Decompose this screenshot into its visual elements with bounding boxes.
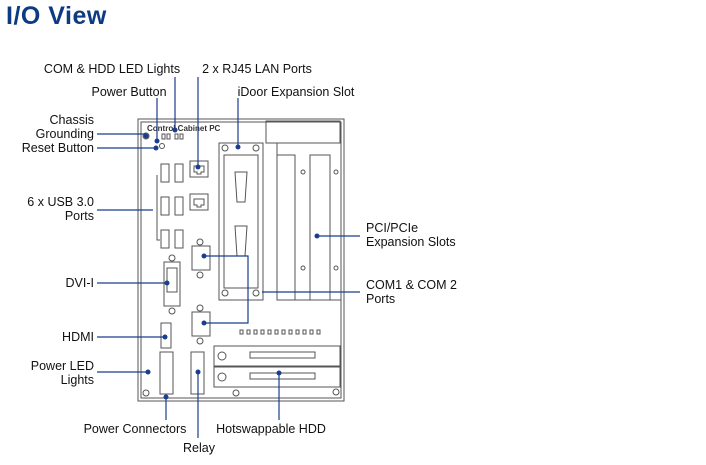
label-line: Ports — [366, 292, 396, 306]
pci-slots — [276, 142, 342, 301]
label-com-hdd-led: COM & HDD LED Lights — [43, 62, 181, 76]
label-line: Grounding — [35, 127, 94, 141]
lan-ports — [189, 160, 209, 211]
page-title: I/O View — [6, 2, 107, 30]
label-hotswap-hdd: Hotswappable HDD — [216, 422, 326, 436]
label-line: PCI/PCIe — [366, 221, 419, 235]
idoor-slot — [218, 142, 264, 301]
label-line: Chassis — [49, 113, 94, 127]
label-idoor-slot: iDoor Expansion Slot — [237, 85, 355, 99]
label-hdmi: HDMI — [62, 330, 94, 344]
label-power-button: Power Button — [91, 85, 167, 99]
label-lan-ports: 2 x RJ45 LAN Ports — [202, 62, 312, 76]
hdd-bays — [213, 345, 341, 388]
dvi-port — [163, 254, 181, 315]
label-line: Ports — [64, 209, 94, 223]
label-dvi: DVI-I — [65, 276, 94, 290]
device-label: Control Cabinet PC — [147, 124, 221, 133]
usb-ports — [156, 163, 184, 249]
callout-lines — [97, 77, 360, 438]
ground-screw — [142, 132, 150, 140]
hdmi-port — [160, 322, 172, 349]
label-line: 6 x USB 3.0 — [27, 195, 94, 209]
label-line: Lights — [60, 373, 94, 387]
label-power-connectors: Power Connectors — [83, 422, 187, 436]
power-connector-shape — [159, 351, 174, 395]
label-relay: Relay — [183, 441, 215, 455]
power-button-shape — [159, 143, 165, 149]
chassis-outline — [137, 118, 345, 402]
led-indicators — [161, 133, 184, 140]
label-line: COM1 & COM 2 — [366, 278, 457, 292]
com-ports — [191, 238, 211, 345]
label-reset-button: Reset Button — [21, 141, 94, 155]
hdd-leds — [239, 329, 321, 335]
label-line: Expansion Slots — [366, 235, 456, 249]
label-line: Power LED — [30, 359, 94, 373]
